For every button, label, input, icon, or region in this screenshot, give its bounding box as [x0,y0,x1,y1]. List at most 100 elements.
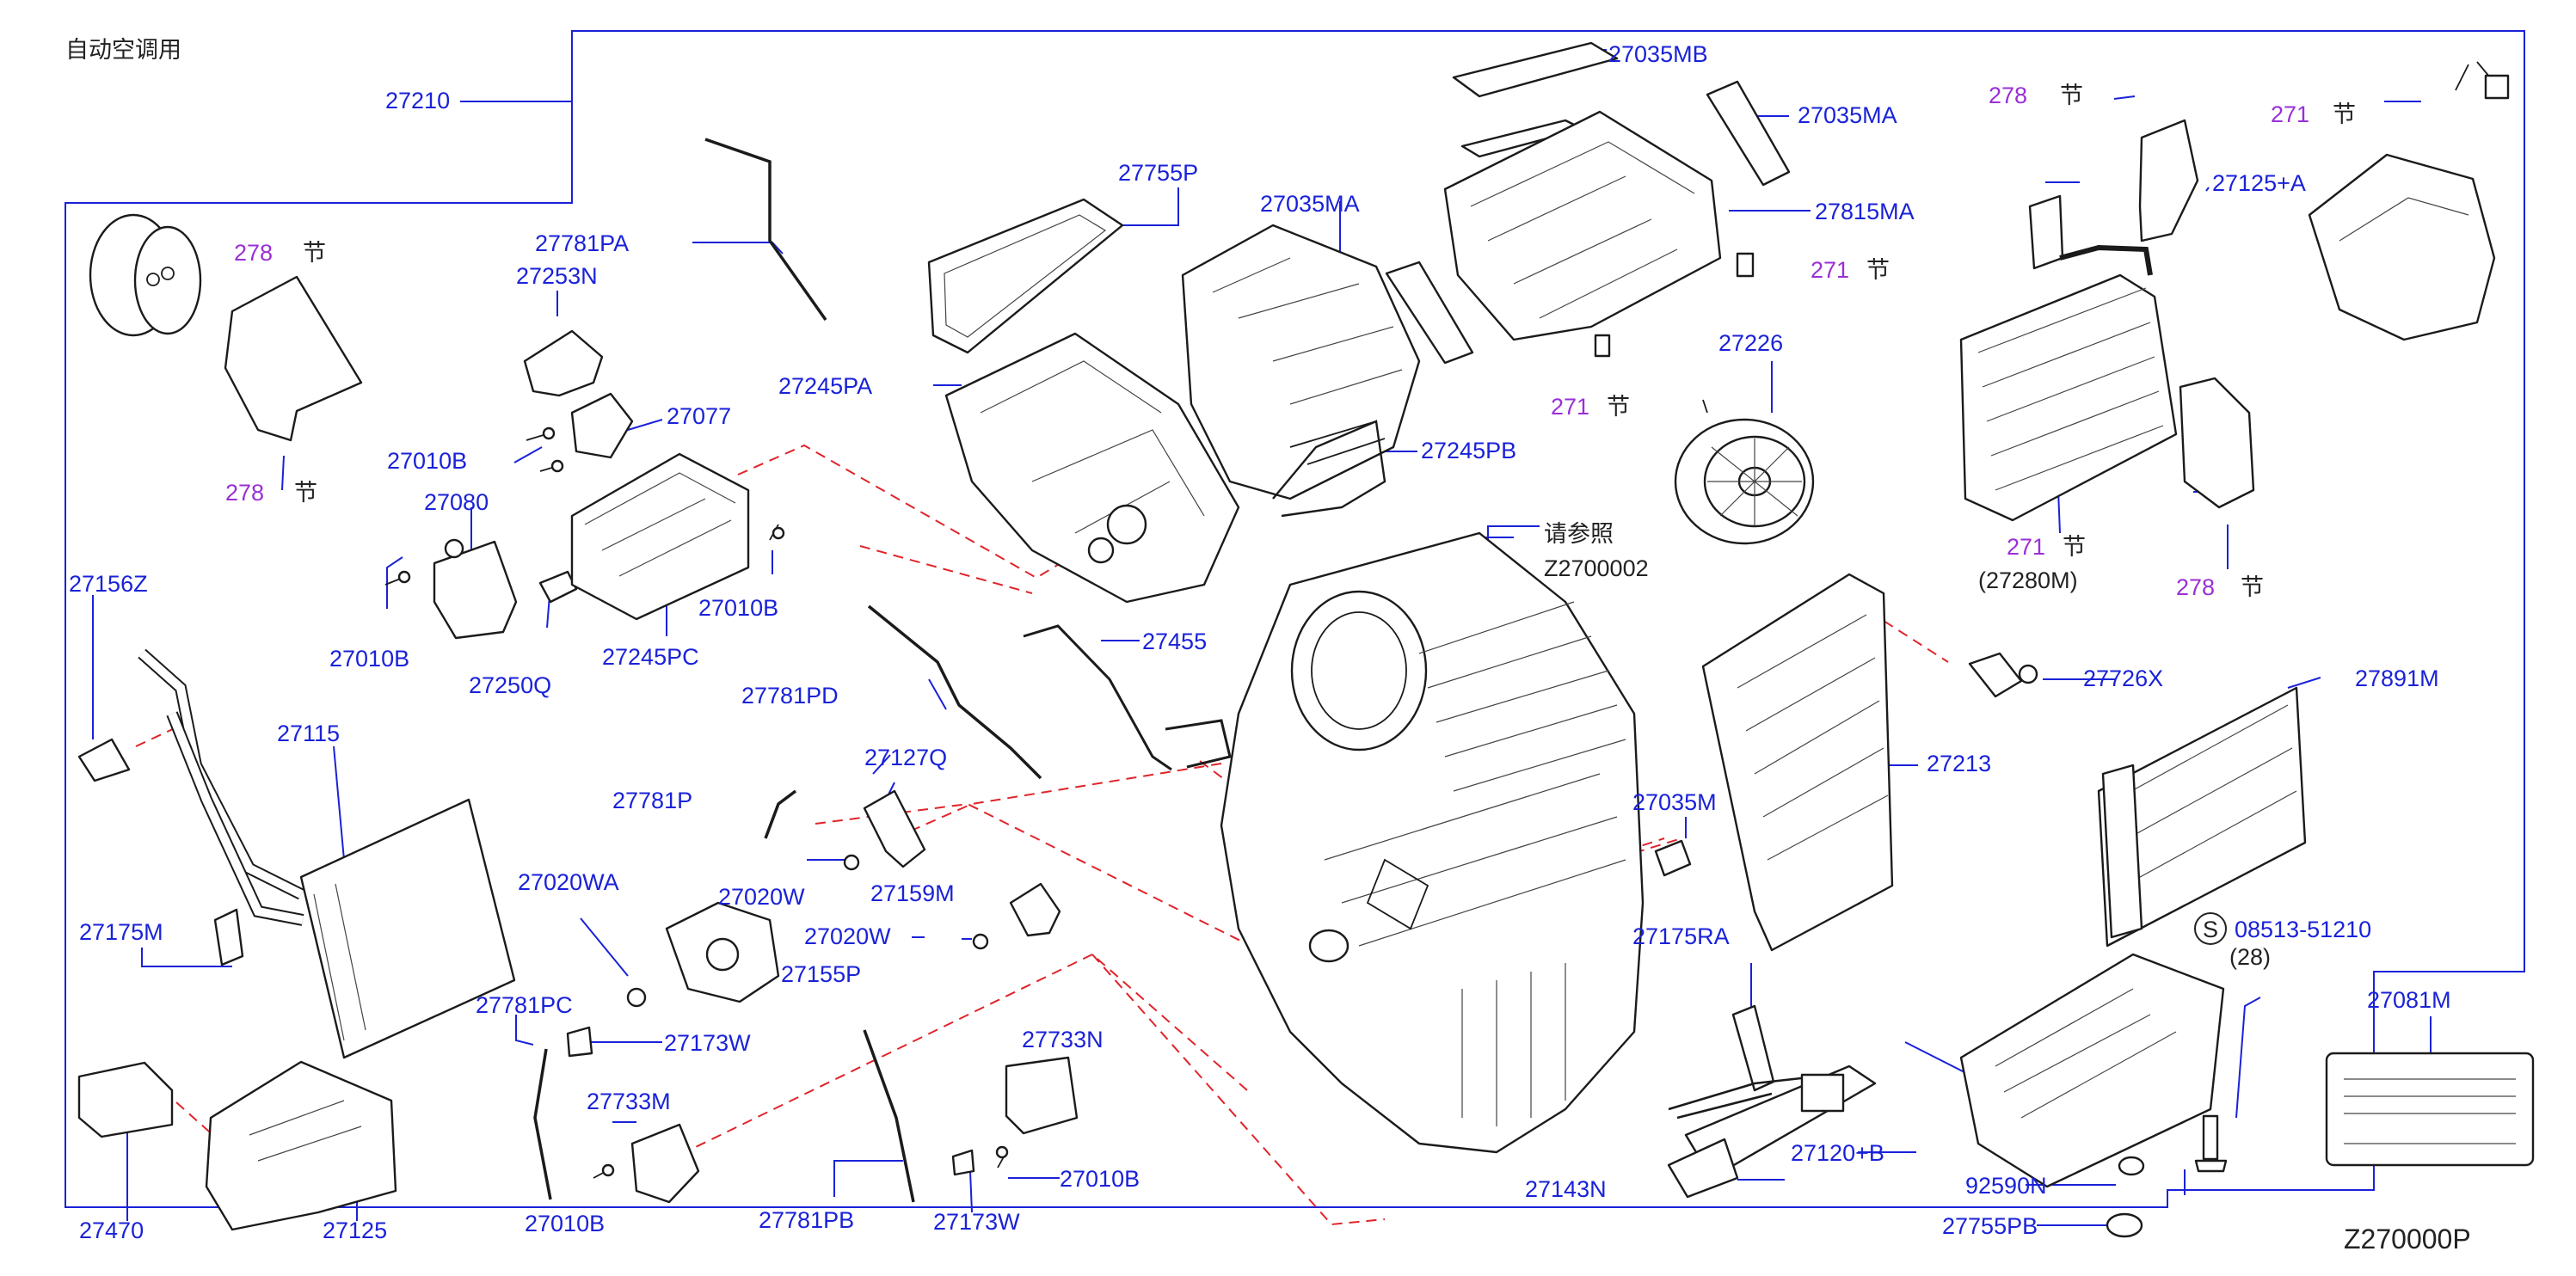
part-27781PD [867,604,1042,780]
label-27891M: 27891M [2355,666,2439,691]
part-27173W-a [566,1026,593,1058]
figure-code: Z270000P [2344,1224,2471,1255]
label-92590N: 92590N [1965,1173,2047,1199]
part-27755PB [2106,1212,2143,1238]
part-27173W-b [951,1149,975,1176]
label-27781PB: 27781PB [759,1207,854,1233]
part-27155P [665,901,780,1003]
bolt-spec-part: 08513-51210 [2235,917,2371,942]
label-27470: 27470 [79,1218,144,1243]
label-27245PA: 27245PA [778,373,872,399]
ref-271-b: 271 [1551,394,1589,420]
label-27035MB: 27035MB [1608,41,1708,67]
bolt-spec-symbol: S [2203,917,2218,942]
label-27175M: 27175M [79,919,163,945]
bolt-spec-badge [2194,912,2227,945]
part-27081M-label-plate [2325,1052,2535,1167]
screws-27010B [384,426,1009,1179]
part-27035M [1654,839,1692,877]
part-27080 [433,538,518,640]
sect-f: 节 [2333,101,2356,128]
part-27120B [1668,1064,1877,1180]
label-27010B-c: 27010B [698,595,778,621]
part-27159M [1009,882,1061,937]
part-27035MA-strip [1385,261,1474,365]
label-27155P: 27155P [781,961,861,987]
sect-b: 节 [294,480,317,506]
label-27125: 27125 [323,1218,387,1243]
label-27115: 27115 [277,721,340,746]
part-27213 [1701,573,1894,952]
part-27245PA [944,332,1240,604]
label-27173W-a: 27173W [664,1030,751,1056]
label-27081M: 27081M [2367,987,2451,1013]
label-27010B-d: 27010B [525,1211,605,1236]
label-27020W-a: 27020W [718,884,805,910]
label-27175RA: 27175RA [1632,923,1730,949]
part-27755P [927,198,1124,354]
label-27245PC: 27245PC [602,644,699,670]
label-27280M: (27280M) [1978,567,2078,593]
part-27127Q [863,789,926,868]
label-27755P: 27755P [1118,160,1198,186]
label-27213: 27213 [1927,751,1991,776]
label-27781PA: 27781PA [535,230,629,256]
label-27020WA: 27020WA [518,869,619,895]
part-271-clip-a [1736,252,1755,278]
label-27159M: 27159M [870,880,955,906]
part-27226 [1674,399,1815,545]
part-278-duct [224,275,363,442]
label-27010B-e: 27010B [1060,1166,1140,1192]
part-27781PC [533,1048,552,1200]
label-27035M: 27035M [1632,789,1717,815]
label-27210: 27210 [385,88,450,113]
part-27035MA-housing [1181,224,1421,500]
part-278-cap [89,213,202,337]
part-27470 [77,1061,174,1138]
part-27726X [1968,652,2038,698]
part-27115 [138,648,516,1059]
label-27253N: 27253N [516,263,598,289]
label-27226: 27226 [1718,330,1783,356]
sect-g: 节 [2063,534,2086,561]
part-27175M [213,908,244,966]
assembly-boundary [65,30,2525,1208]
part-27280M-evaporator [1959,194,2178,522]
label-27733N: 27733N [1022,1027,1104,1052]
diagram-title: 自动空调用 [65,37,181,64]
ref-271-d: 271 [2007,534,2045,560]
note-ref: Z2700002 [1544,555,1649,581]
part-27245PB [1272,420,1386,518]
part-27125A [2308,61,2510,341]
sect-d: 节 [1607,394,1630,420]
label-27077: 27077 [667,403,731,429]
label-27010B-a: 27010B [387,448,467,474]
part-27156Z [77,738,131,782]
ref-271-c: 271 [2271,101,2309,127]
part-27020WA [626,987,647,1008]
label-27726X: 27726X [2083,666,2163,691]
part-27815MA [1443,80,1791,341]
ref-278-d: 278 [2176,574,2215,600]
sect-e: 节 [2060,83,2083,109]
label-27120B: 27120+B [1791,1140,1884,1166]
part-bolt [2194,1114,2228,1173]
ref-278-b: 278 [225,480,264,506]
part-27781PA [704,138,827,322]
label-27781PD: 27781PD [741,683,839,709]
part-27077 [570,392,634,459]
part-27733M [630,1123,700,1204]
part-27455 [1023,624,1232,771]
part-27253N [523,329,604,397]
label-27250Q: 27250Q [469,672,551,698]
part-labels: 27210 278 节 278 节 27781PA 27253N 27077 2… [69,41,2451,1243]
label-27455: 27455 [1142,629,1207,654]
part-92590N [2118,1156,2145,1176]
label-27035MA-b: 27035MA [1798,102,1897,128]
label-27035MA-a: 27035MA [1260,191,1360,217]
part-main-hvac-unit [1220,531,1645,1154]
ref-278-a: 278 [234,240,273,266]
part-tray [1959,953,2225,1188]
ref-271-a: 271 [1811,257,1849,283]
